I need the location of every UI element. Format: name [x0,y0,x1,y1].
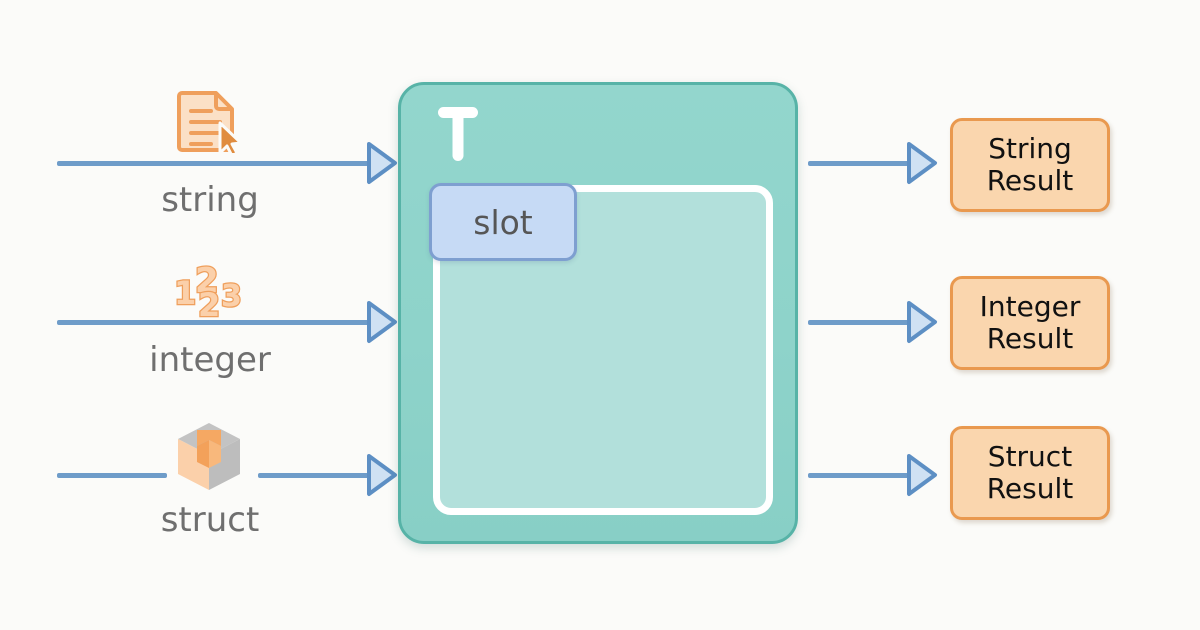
result-label-line1: Integer [979,289,1081,323]
result-label-line2: Result [986,164,1074,197]
output-line-string [808,161,914,166]
svg-text:3: 3 [221,279,242,314]
result-label-line1: String [988,131,1072,165]
slot-label: slot [473,202,533,242]
slot-tab[interactable]: slot [429,183,577,261]
result-label-line1: Struct [987,439,1073,473]
result-box-struct[interactable]: Struct Result [950,426,1110,520]
input-label-integer: integer [149,340,271,380]
letter-t-glyph [435,103,481,165]
numbers-123-icon: 1 2 2 3 [172,262,252,320]
result-label-line2: Result [986,322,1074,355]
svg-text:2: 2 [195,262,219,301]
result-box-string[interactable]: String Result [950,118,1110,212]
result-label-line2: Result [986,472,1074,505]
result-box-integer[interactable]: Integer Result [950,276,1110,370]
input-line-integer [57,320,375,325]
document-cursor-icon [176,87,248,153]
svg-text:1: 1 [174,274,196,312]
output-line-struct [808,473,914,478]
component-container[interactable]: slot [398,82,798,544]
box-cube-icon [173,420,245,496]
svg-text:2: 2 [198,286,220,320]
input-line-struct-left [57,473,167,478]
input-line-string [57,161,375,166]
component-slot-area [433,185,773,515]
input-label-string: string [161,180,259,220]
input-label-struct: struct [160,500,260,540]
input-line-struct-right [258,473,375,478]
output-line-integer [808,320,914,325]
